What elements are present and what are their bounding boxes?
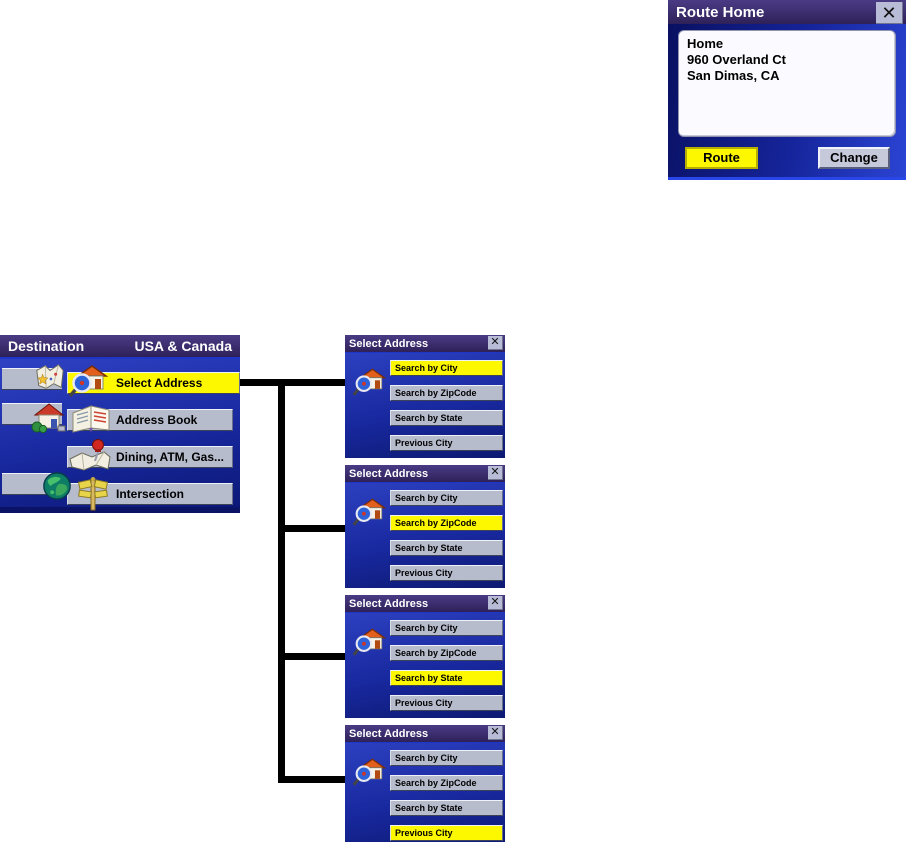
address-line: 960 Overland Ct: [687, 52, 786, 67]
home-address-box: Home 960 Overland Ct San Dimas, CA: [678, 30, 896, 137]
search-by-city-button[interactable]: Search by City: [390, 360, 503, 376]
select-address-titlebar: Select Address: [345, 465, 505, 482]
home-icon: [31, 403, 66, 434]
titlebar-divider: [0, 357, 240, 359]
select-address-body: Search by City Search by ZipCode Search …: [345, 483, 505, 588]
select-address-titlebar: Select Address: [345, 725, 505, 742]
route-home-title: Route Home: [676, 3, 765, 21]
select-address-icon: [68, 365, 108, 398]
search-by-zipcode-button[interactable]: Search by ZipCode: [390, 775, 503, 791]
previous-city-button[interactable]: Previous City: [390, 695, 503, 711]
address-book-icon: [72, 405, 110, 433]
search-by-city-button[interactable]: Search by City: [390, 620, 503, 636]
close-icon[interactable]: ✕: [488, 596, 503, 610]
select-address-titlebar: Select Address: [345, 595, 505, 612]
connector-branch-4: [278, 776, 345, 783]
select-address-body: Search by City Search by ZipCode Search …: [345, 743, 505, 842]
menu-item-select-address[interactable]: Select Address: [67, 372, 240, 394]
destination-screen: Destination USA & Canada: [0, 335, 240, 513]
destination-titlebar: Destination USA & Canada: [0, 335, 240, 357]
destination-title: Destination: [8, 338, 85, 354]
select-address-screen-zipcode: Select Address ✕ Search by City Search b…: [345, 465, 505, 588]
search-by-state-button[interactable]: Search by State: [390, 410, 503, 426]
select-address-body: Search by City Search by ZipCode Search …: [345, 613, 505, 718]
select-address-titlebar: Select Address: [345, 335, 505, 352]
close-icon[interactable]: ✕: [488, 336, 503, 350]
connector-branch-3: [278, 653, 345, 660]
search-by-zipcode-button[interactable]: Search by ZipCode: [390, 645, 503, 661]
close-icon[interactable]: ✕: [876, 2, 903, 24]
titlebar-divider: [345, 612, 505, 613]
select-address-title: Select Address: [349, 727, 429, 740]
select-address-title: Select Address: [349, 467, 429, 480]
address-line: San Dimas, CA: [687, 68, 780, 83]
select-address-title: Select Address: [349, 337, 429, 350]
previous-city-button[interactable]: Previous City: [390, 565, 503, 581]
select-address-icon: [352, 368, 386, 396]
titlebar-divider: [345, 742, 505, 743]
search-by-state-button[interactable]: Search by State: [390, 800, 503, 816]
change-button[interactable]: Change: [818, 147, 890, 169]
menu-item-intersection[interactable]: Intersection: [67, 483, 233, 505]
select-address-icon: [352, 628, 386, 656]
destination-body: Select Address Address Book Dining, ATM,…: [0, 359, 240, 511]
search-by-state-button[interactable]: Search by State: [390, 540, 503, 556]
select-address-screen-state: Select Address ✕ Search by City Search b…: [345, 595, 505, 718]
globe-icon: [43, 472, 71, 500]
search-by-zipcode-button[interactable]: Search by ZipCode: [390, 515, 503, 531]
select-address-title: Select Address: [349, 597, 429, 610]
search-by-city-button[interactable]: Search by City: [390, 490, 503, 506]
connector-main: [240, 379, 346, 386]
titlebar-divider: [345, 352, 505, 353]
select-address-icon: [352, 758, 386, 786]
route-home-dialog: Route Home ✕ Home 960 Overland Ct San Di…: [668, 0, 906, 180]
connector-branch-2: [278, 525, 345, 532]
address-line: Home: [687, 36, 724, 51]
select-address-screen-city: Select Address ✕ Search by City Search b…: [345, 335, 505, 458]
search-by-state-button[interactable]: Search by State: [390, 670, 503, 686]
dining-atm-gas-icon: [69, 439, 111, 471]
previous-city-button[interactable]: Previous City: [390, 435, 503, 451]
select-address-icon: [352, 498, 386, 526]
select-address-screen-previous-city: Select Address ✕ Search by City Search b…: [345, 725, 505, 842]
search-by-city-button[interactable]: Search by City: [390, 750, 503, 766]
intersection-icon: [78, 477, 108, 511]
previous-city-button[interactable]: Previous City: [390, 825, 503, 841]
select-address-body: Search by City Search by ZipCode Search …: [345, 353, 505, 458]
region-label: USA & Canada: [134, 338, 232, 354]
titlebar-divider: [345, 482, 505, 483]
close-icon[interactable]: ✕: [488, 466, 503, 480]
connector-vertical: [278, 379, 285, 783]
route-button[interactable]: Route: [685, 147, 758, 169]
search-by-zipcode-button[interactable]: Search by ZipCode: [390, 385, 503, 401]
close-icon[interactable]: ✕: [488, 726, 503, 740]
map-icon: [36, 364, 64, 389]
route-home-titlebar: Route Home: [668, 0, 906, 24]
